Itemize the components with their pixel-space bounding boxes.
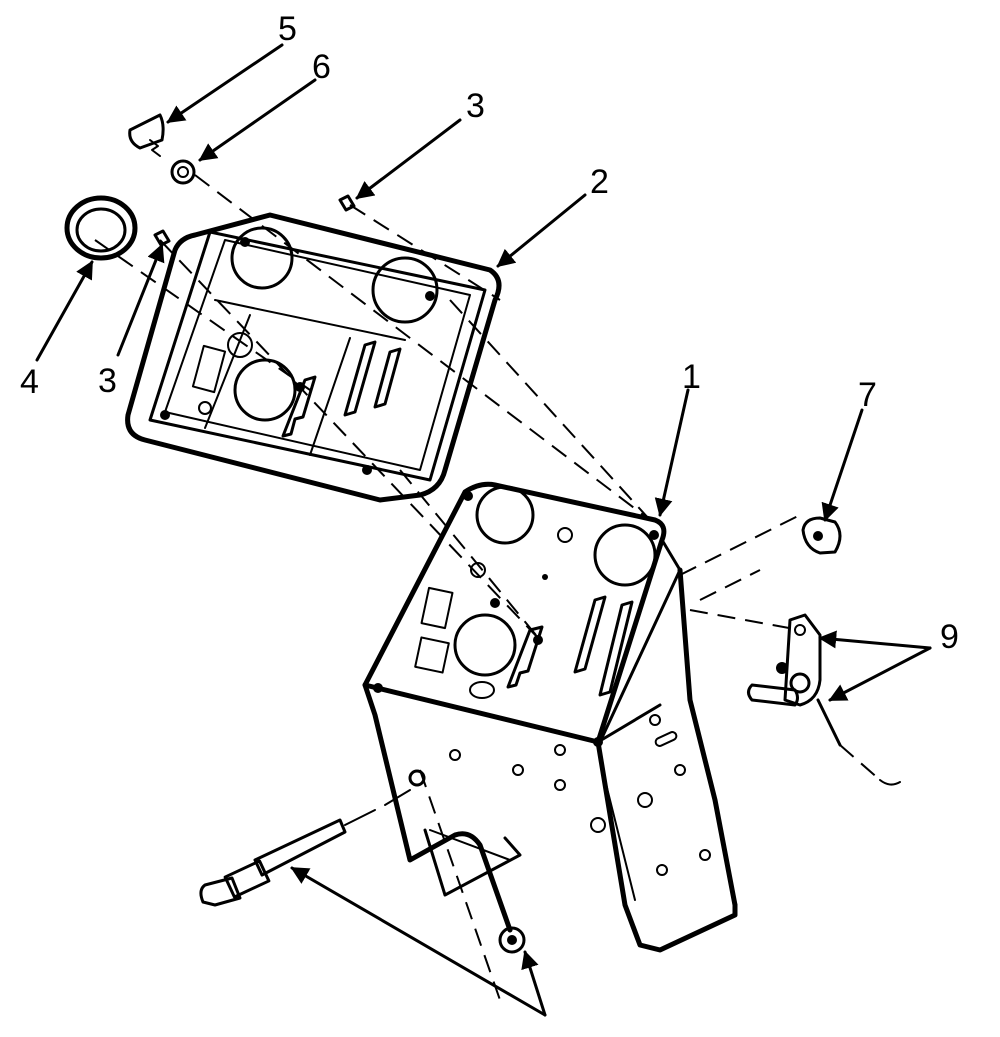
cable-assembly [199, 769, 426, 907]
bottom-nut [498, 926, 526, 954]
callout-6: 6 [312, 48, 331, 86]
alignment-lines [94, 174, 801, 1001]
knob [128, 113, 165, 157]
callout-9: 9 [940, 618, 959, 656]
callout-4: 4 [20, 363, 39, 401]
clip [801, 516, 842, 555]
callout-labels: 5 6 3 2 4 3 1 7 9 [20, 10, 959, 656]
callout-7: 7 [858, 376, 877, 414]
callout-3-lower: 3 [98, 362, 117, 400]
screw-lower [153, 229, 171, 247]
gauge-ring [64, 195, 138, 261]
callout-2: 2 [590, 163, 609, 201]
callout-3-upper: 3 [466, 87, 485, 125]
callout-arrows [35, 43, 932, 1017]
callout-1: 1 [682, 358, 701, 396]
console-body [362, 481, 738, 953]
screw-upper [338, 194, 356, 212]
nut [170, 159, 196, 185]
callout-5: 5 [278, 10, 297, 48]
bezel-faceplate [125, 212, 502, 503]
hinge-bracket [747, 613, 901, 786]
